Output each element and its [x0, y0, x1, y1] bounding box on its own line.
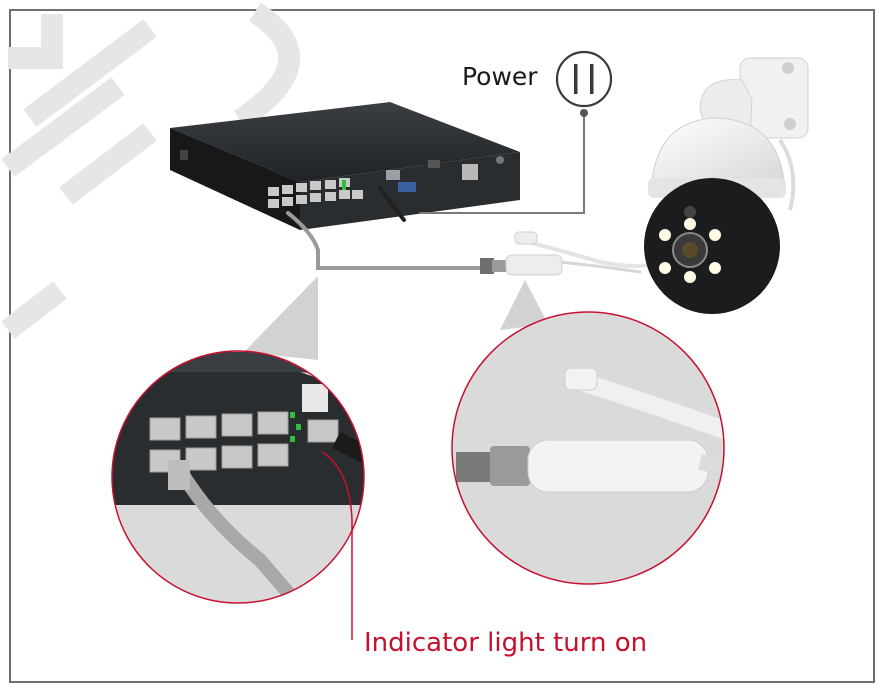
- ptz-camera: [644, 57, 809, 314]
- watermark: [1, 2, 301, 339]
- cables: [286, 109, 662, 274]
- power-outlet-icon: [555, 50, 613, 108]
- indicator-leader-line: [321, 451, 353, 640]
- nvr-recorder: [170, 102, 520, 230]
- nvr-port-zoom-callout: [111, 276, 365, 604]
- poe-splitter: [480, 231, 563, 276]
- power-label: Power: [462, 62, 538, 91]
- indicator-light-caption: Indicator light turn on: [364, 628, 648, 658]
- lan-ports: [268, 178, 363, 208]
- splitter-zoom-callout: [451, 280, 725, 585]
